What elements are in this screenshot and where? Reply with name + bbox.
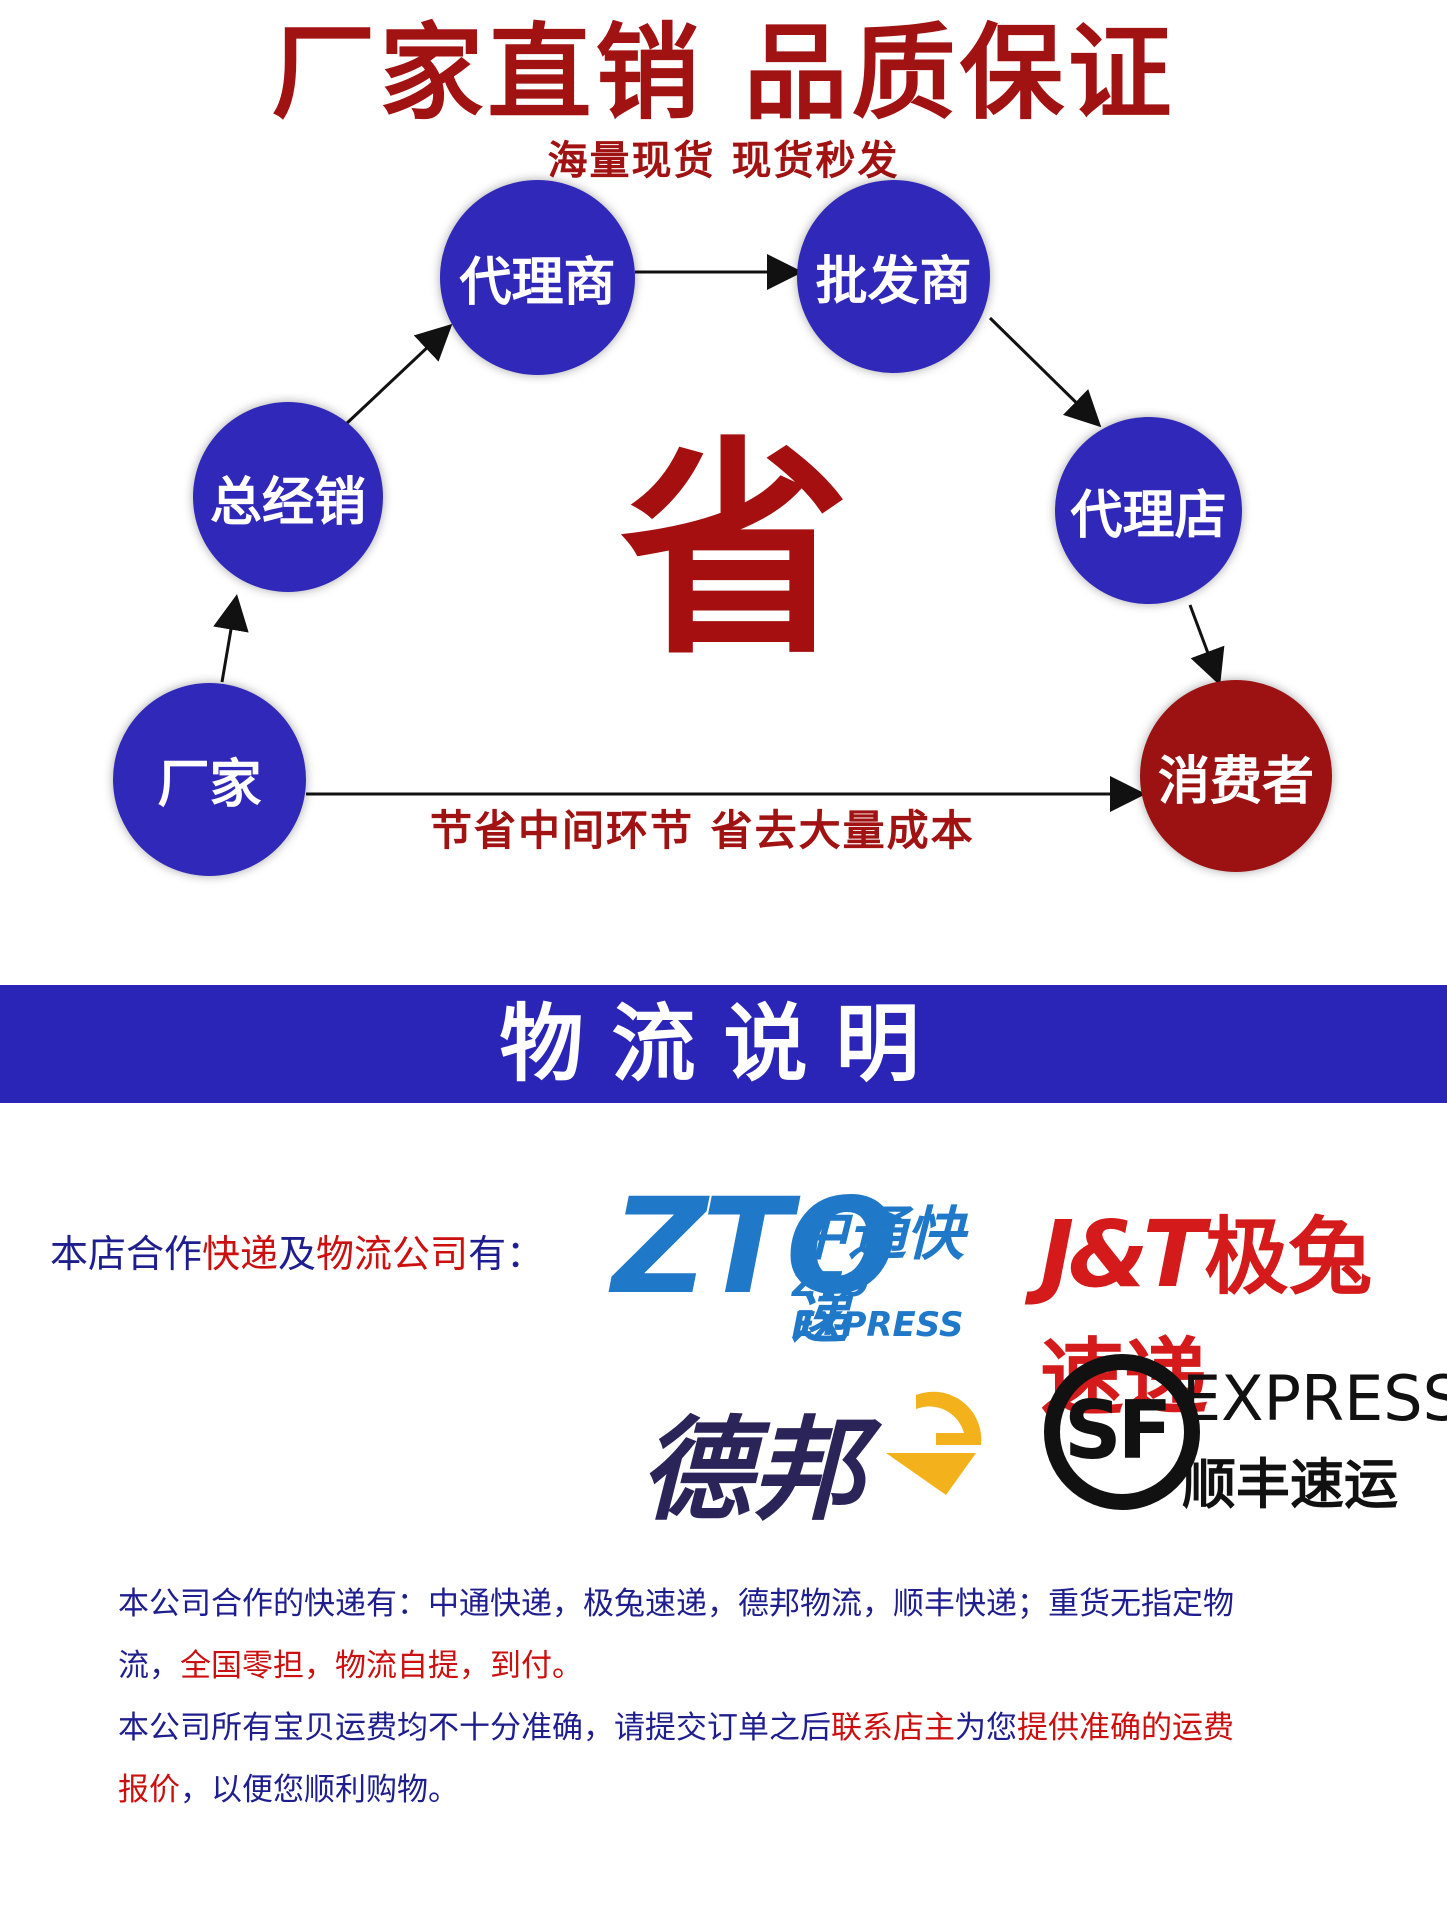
partners-label-mid: 及: [278, 1232, 317, 1276]
jt-mark: J&T: [1040, 1201, 1205, 1308]
page-title: 厂家直销 品质保证: [271, 12, 1176, 134]
arrow-general-to-agent: [343, 323, 453, 427]
shipping-note-line-3: 本公司所有宝贝运费均不十分准确，请提交订单之后联系店主为您提供准确的运费: [118, 1697, 1368, 1759]
deppon-logo: 德邦: [640, 1380, 990, 1536]
deppon-arrow-icon: [886, 1391, 982, 1495]
shipping-note-paragraph-2: 本公司所有宝贝运费均不十分准确，请提交订单之后联系店主为您提供准确的运费 报价，…: [118, 1697, 1368, 1821]
flow-arrows: [213, 254, 1225, 812]
sf-mark: SF: [1064, 1384, 1172, 1477]
shipping-note-paragraph-1: 本公司合作的快递有：中通快递，极兔速递，德邦物流，顺丰快递；重货无指定物 流，全…: [118, 1573, 1368, 1697]
partners-label-highlight-logistics: 物流公司: [316, 1232, 469, 1276]
node-agent-store-label: 代理店: [1070, 486, 1227, 546]
arrow-wholesaler-to-store: [988, 316, 1102, 428]
node-general-distributor-label: 总经销: [209, 472, 366, 533]
partners-label-suffix: 有：: [468, 1232, 545, 1276]
diagram-bottom-caption: 节省中间环节 省去大量成本: [430, 806, 975, 855]
partners-label: 本店合作快递及物流公司有：: [50, 1223, 544, 1278]
node-agent: 代理商: [440, 180, 635, 375]
logistics-banner: [0, 985, 1447, 1103]
node-wholesaler-label: 批发商: [815, 252, 972, 312]
arrow-store-to-consumer: [1188, 604, 1225, 686]
shipping-note-line-2-highlight: 全国零担，物流自提，到付。: [180, 1648, 583, 1684]
zto-english-name: ZTO EXPRESS: [792, 1265, 964, 1345]
shipping-note-line-1: 本公司合作的快递有：中通快递，极兔速递，德邦物流，顺丰快递；重货无指定物: [118, 1586, 1234, 1622]
node-general-distributor: 总经销: [193, 402, 383, 592]
arrow-factory-to-general: [213, 594, 249, 683]
zto-logo: ZTO 中通快递 ZTO EXPRESS: [612, 1170, 982, 1352]
accurate-fee-highlight: 提供准确的运费: [1017, 1710, 1234, 1746]
partners-label-prefix: 本店合作: [50, 1232, 203, 1276]
partners-label-highlight-express: 快递: [202, 1232, 279, 1276]
node-consumer-label: 消费者: [1157, 751, 1314, 812]
jt-chinese-name: 极兔速递: [1040, 1208, 1373, 1427]
shipping-note-line-4-end: ，以便您顺利购物。: [180, 1772, 459, 1808]
sf-chinese-name: 顺丰速运: [1182, 1453, 1398, 1516]
node-factory-label: 厂家: [157, 755, 262, 815]
jt-logo: J&T 极兔速递: [1040, 1190, 1400, 1427]
shipping-note-line-3-mid: 为您: [955, 1710, 1017, 1746]
sf-circle-icon: [1044, 1354, 1200, 1510]
zto-mark: ZTO: [612, 1170, 898, 1324]
sf-logo: SF EXPRESS 顺丰速运: [1042, 1352, 1447, 1517]
shipping-note-line-3-text: 本公司所有宝贝运费均不十分准确，请提交订单之后: [118, 1710, 831, 1746]
node-wholesaler: 批发商: [797, 180, 990, 373]
sf-english-name: EXPRESS: [1182, 1362, 1447, 1435]
shipping-note-line-4: 报价，以便您顺利购物。: [118, 1759, 1368, 1821]
quote-highlight: 报价: [118, 1772, 180, 1808]
node-consumer: 消费者: [1140, 680, 1332, 872]
node-factory: 厂家: [113, 683, 306, 876]
node-agent-label: 代理商: [459, 253, 616, 313]
shipping-note-line-2-prefix: 流，: [118, 1648, 180, 1684]
zto-chinese-name: 中通快递: [790, 1200, 965, 1352]
node-agent-store: 代理店: [1055, 417, 1242, 604]
deppon-chinese-name: 德邦: [640, 1406, 864, 1536]
page-subtitle: 海量现货 现货秒发: [547, 138, 900, 184]
shipping-note-line-2: 流，全国零担，物流自提，到付。: [118, 1635, 1368, 1697]
center-character: 省: [619, 419, 850, 686]
logistics-banner-title: 物流说明: [499, 995, 948, 1093]
contact-owner-highlight: 联系店主: [831, 1710, 955, 1746]
